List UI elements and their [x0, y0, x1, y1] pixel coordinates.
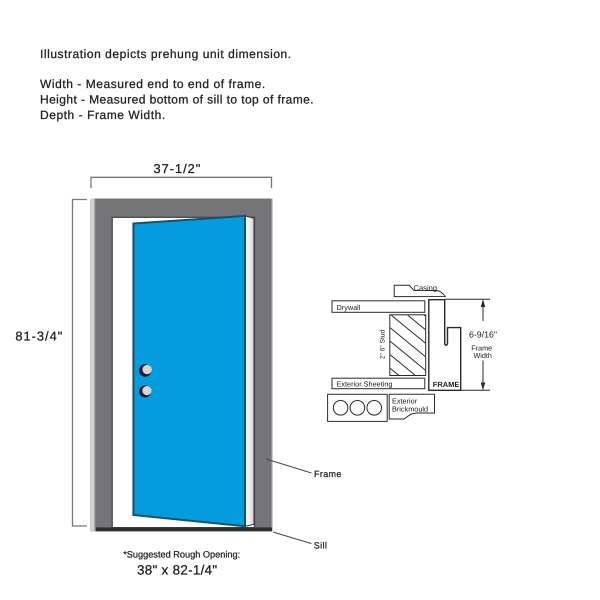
svg-text:38" x 82-1/4": 38" x 82-1/4"	[137, 562, 217, 577]
svg-text:Width: Width	[474, 351, 492, 360]
svg-text:Casing: Casing	[413, 284, 437, 293]
svg-text:37-1/2": 37-1/2"	[153, 161, 201, 176]
svg-text:6-9/16": 6-9/16"	[469, 329, 497, 339]
svg-text:81-3/4": 81-3/4"	[15, 328, 63, 343]
svg-text:Width - Measured end to end of: Width - Measured end to end of frame.	[40, 77, 266, 91]
svg-text:Brickmould: Brickmould	[392, 405, 428, 414]
svg-text:Frame: Frame	[314, 469, 342, 479]
svg-text:Height - Measured bottom of si: Height - Measured bottom of sill to top …	[40, 92, 314, 106]
svg-text:Frame: Frame	[471, 343, 492, 352]
svg-text:Sill: Sill	[314, 541, 327, 551]
svg-text:FRAME: FRAME	[433, 380, 460, 389]
svg-text:Depth - Frame Width.: Depth - Frame Width.	[40, 108, 166, 122]
svg-text:Exterior: Exterior	[392, 396, 418, 405]
svg-text:2" 6" Stud: 2" 6" Stud	[379, 330, 386, 360]
svg-text:Exterior Sheeting: Exterior Sheeting	[337, 379, 393, 388]
svg-text:Illustration depicts prehung u: Illustration depicts prehung unit dimens…	[40, 47, 292, 61]
svg-text:*Suggested Rough Opening:: *Suggested Rough Opening:	[123, 549, 240, 559]
svg-text:Drywall: Drywall	[337, 303, 361, 312]
